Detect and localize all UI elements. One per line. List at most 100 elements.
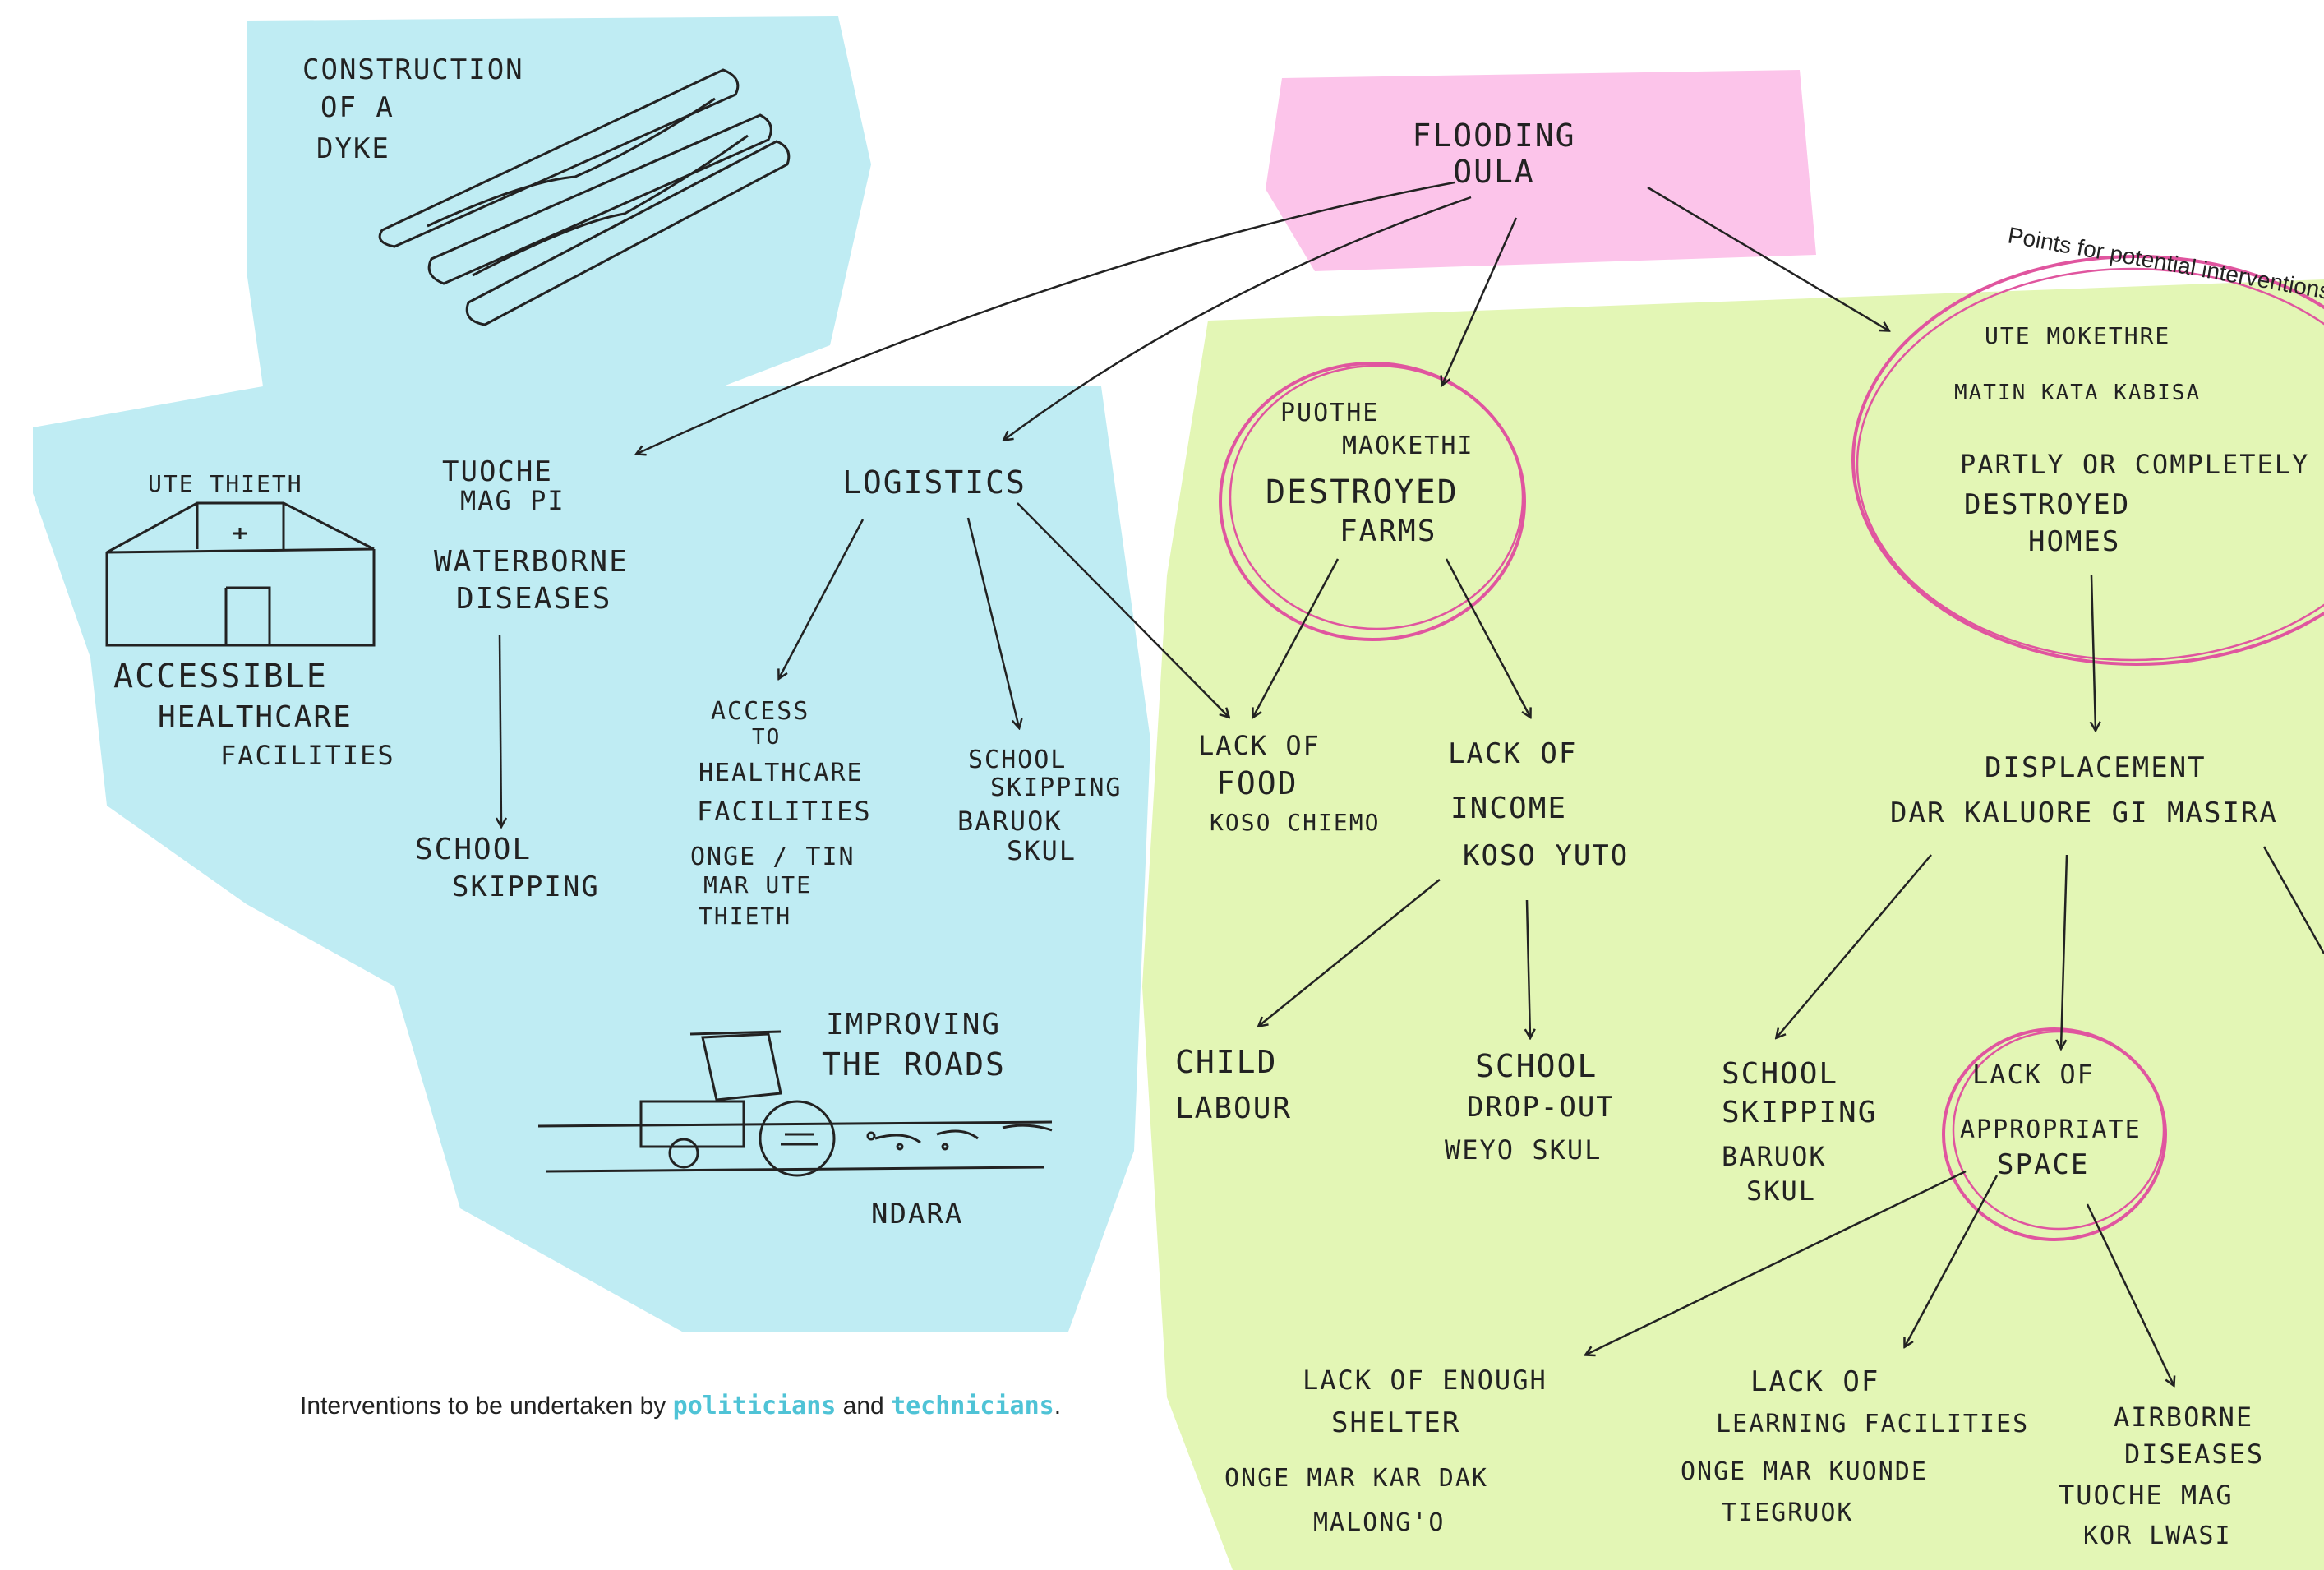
access-local-3: THIETH	[699, 903, 791, 930]
access-healthcare-node: ACCESS TO HEALTHCARE FACILITIES ONGE / T…	[690, 697, 870, 930]
appropriate-space-circle-inner	[1952, 1030, 2165, 1231]
dropout-local: WEYO SKUL	[1445, 1134, 1602, 1166]
arrow-farms-to-income	[1445, 558, 1530, 717]
dyke-line-2: OF A	[320, 91, 394, 124]
school-skipping-mid-node: SCHOOL SKIPPING BARUOK SKUL	[957, 746, 1123, 866]
healthcare-english-2: HEALTHCARE	[158, 700, 353, 734]
arrow-flooding-to-homes	[1647, 186, 1888, 330]
school-mid-english-1: SCHOOL	[968, 746, 1067, 774]
waterborne-local-1: TUOCHE	[442, 455, 553, 488]
waterborne-english-2: DISEASES	[456, 582, 611, 616]
displacement-local: DAR KALUORE GI MASIRA	[1890, 797, 2278, 829]
access-english-3: HEALTHCARE	[699, 759, 864, 787]
shelter-english-2: SHELTER	[1331, 1406, 1460, 1439]
income-english-1: LACK OF	[1448, 737, 1577, 770]
displacement-node: DISPLACEMENT DAR KALUORE GI MASIRA	[1890, 751, 2278, 829]
arrow-space-to-shelter	[1586, 1170, 1967, 1355]
farms-local-1: PUOTHE	[1280, 399, 1379, 427]
arrow-flooding-to-logistics	[1004, 196, 1472, 440]
learning-english-2: LEARNING FACILITIES	[1716, 1410, 2029, 1438]
food-local: KOSO CHIEMO	[1210, 809, 1380, 836]
school-skipping-left-node: SCHOOL SKIPPING	[415, 833, 598, 903]
pink-wash-shape	[1266, 70, 1816, 271]
arrow-flooding-to-waterborne	[637, 181, 1455, 454]
income-local: KOSO YUTO	[1463, 839, 1629, 872]
blue-wash-shape	[33, 16, 1150, 1332]
dyke-line-1: CONSTRUCTION	[302, 53, 524, 86]
lack-learning-node: LACK OF LEARNING FACILITIES ONGE MAR KUO…	[1681, 1365, 2029, 1527]
healthcare-english-1: ACCESSIBLE	[113, 658, 328, 695]
roads-node: IMPROVING THE ROADS NDARA	[822, 1008, 1006, 1231]
arrow-farms-to-food	[1253, 558, 1340, 717]
labour-line-1: CHILD	[1175, 1044, 1277, 1080]
lack-income-node: LACK OF INCOME KOSO YUTO	[1448, 737, 1629, 872]
destroyed-farms-node: PUOTHE MAOKETHI DESTROYED FARMS	[1266, 399, 1474, 548]
arrow-homes-to-displacement	[2091, 575, 2096, 730]
shelter-local-2: MALONG'O	[1313, 1508, 1446, 1537]
learning-local-1: ONGE MAR KUONDE	[1681, 1457, 1928, 1486]
healthcare-facility-node: UTE THIETH ACCESSIBLE HEALTHCARE FACILIT…	[113, 470, 394, 771]
space-line-2: APPROPRIATE	[1960, 1115, 2142, 1144]
displacement-english: DISPLACEMENT	[1985, 751, 2206, 784]
destroyed-homes-circle	[1851, 255, 2324, 666]
arrow-income-to-labour	[1259, 879, 1441, 1026]
dyke-line-3: DYKE	[316, 132, 390, 165]
airborne-local-2: KOR LWASI	[2083, 1522, 2232, 1550]
logistics-node: LOGISTICS	[842, 464, 1026, 501]
access-english-1: ACCESS	[711, 697, 809, 726]
homes-local-1: UTE MOKETHRE	[1985, 322, 2170, 349]
food-english-1: LACK OF	[1198, 730, 1321, 761]
waterborne-local-2: MAG PI	[460, 485, 565, 516]
learning-english-1: LACK OF	[1750, 1365, 1879, 1398]
roads-english-2: THE ROADS	[822, 1046, 1006, 1083]
lack-food-node: LACK OF FOOD KOSO CHIEMO	[1198, 730, 1380, 836]
school-right-local-2: SKUL	[1746, 1175, 1816, 1207]
destroyed-farms-circle-inner	[1229, 364, 1524, 630]
school-right-english-2: SKIPPING	[1722, 1096, 1877, 1129]
homes-english-3: HOMES	[2028, 525, 2120, 558]
dyke-illustration	[378, 68, 791, 326]
school-left-1: SCHOOL	[415, 833, 532, 866]
green-wash-shape	[1142, 279, 2324, 1570]
dropout-english-2: DROP-OUT	[1467, 1091, 1615, 1124]
school-mid-local-2: SKUL	[1007, 835, 1077, 866]
arrow-flooding-to-farms	[1442, 217, 1518, 385]
appropriate-space-circle	[1942, 1027, 2167, 1241]
airborne-node: AIRBORNE DISEASES TUOCHE MAG KOR LWASI	[2059, 1401, 2264, 1550]
child-labour-node: CHILD LABOUR	[1175, 1044, 1292, 1125]
farms-local-2: MAOKETHI	[1342, 432, 1474, 460]
caption-keyword-politicians: politicians	[673, 1392, 837, 1420]
arrow-logistics-to-school	[966, 517, 1019, 727]
roads-english-1: IMPROVING	[826, 1008, 1001, 1041]
school-mid-local-1: BARUOK	[957, 806, 1063, 837]
road-roller-illustration	[537, 1030, 1053, 1177]
homes-english-1: PARTLY OR COMPLETELY	[1960, 449, 2309, 480]
caption: Interventions to be undertaken by politi…	[300, 1392, 1061, 1420]
caption-prefix: Interventions to be undertaken by	[300, 1392, 673, 1420]
school-mid-english-2: SKIPPING	[990, 773, 1123, 802]
connector-arrows	[500, 181, 2324, 1385]
arrow-displacement-offscreen	[2262, 846, 2324, 954]
caption-middle: and	[836, 1392, 891, 1420]
dyke-node: CONSTRUCTION OF A DYKE	[302, 53, 524, 165]
waterborne-english-1: WATERBORNE	[434, 545, 629, 579]
income-english-2: INCOME	[1450, 792, 1567, 825]
school-dropout-node: SCHOOL DROP-OUT WEYO SKUL	[1445, 1048, 1615, 1166]
homes-local-2: MATIN KATA KABISA	[1954, 381, 2201, 405]
school-right-local-1: BARUOK	[1722, 1141, 1827, 1172]
waterborne-node: TUOCHE MAG PI WATERBORNE DISEASES	[434, 455, 629, 616]
space-line-3: SPACE	[1997, 1148, 2089, 1181]
school-right-english-1: SCHOOL	[1722, 1057, 1838, 1091]
arrow-logistics-to-food	[1017, 502, 1229, 717]
blue-wash	[33, 16, 1150, 1332]
appropriate-space-node: LACK OF APPROPRIATE SPACE	[1960, 1059, 2142, 1181]
destroyed-homes-node: UTE MOKETHRE MATIN KATA KABISA PARTLY OR…	[1954, 322, 2309, 558]
labour-line-2: LABOUR	[1175, 1092, 1292, 1125]
healthcare-local: UTE THIETH	[148, 470, 303, 497]
shelter-english-1: LACK OF ENOUGH	[1303, 1365, 1547, 1396]
caption-keyword-technicians: technicians	[891, 1392, 1054, 1420]
airborne-english-2: DISEASES	[2124, 1438, 2264, 1470]
arrow-space-to-learning	[1905, 1175, 1999, 1346]
airborne-local-1: TUOCHE MAG	[2059, 1480, 2234, 1511]
